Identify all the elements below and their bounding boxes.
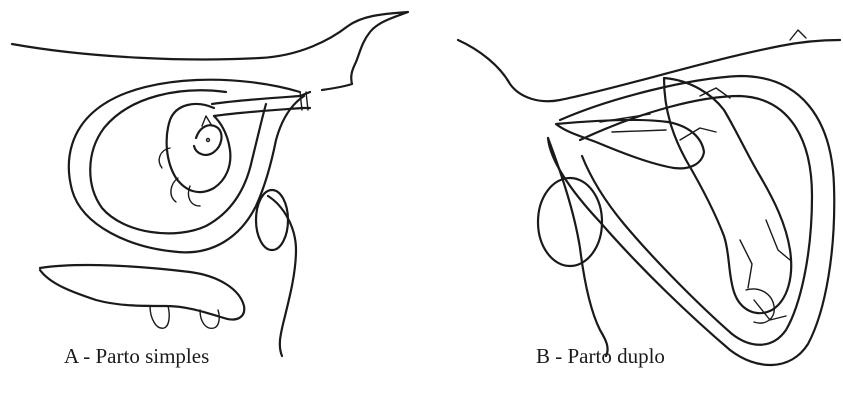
- panel-a-uterus-inner-wall: [90, 90, 266, 233]
- panel-b-fetus-back-legs: [700, 88, 790, 320]
- panel-b-illustration: [458, 30, 840, 365]
- panel-b-rump-contour: [548, 138, 608, 356]
- panel-a-belly-contour: [268, 196, 296, 356]
- panel-a-fetus-ear: [202, 116, 212, 126]
- panel-a-teats: [150, 306, 219, 328]
- panel-a-udder: [40, 265, 244, 319]
- panel-a-fetus-legs: [159, 148, 200, 206]
- panel-a-caption: A - Parto simples: [64, 344, 209, 368]
- panel-a-illustration: [12, 12, 408, 356]
- panel-b-fetus-front-legs: [600, 114, 716, 140]
- panel-b-fetus-front: [556, 120, 704, 169]
- panel-b-fetus-back: [664, 78, 791, 313]
- panel-b-fetus-back-head: [746, 289, 774, 323]
- panel-b-bulge: [538, 178, 602, 266]
- panel-b-caption: B - Parto duplo: [536, 344, 665, 368]
- panel-b-tail-mark: [790, 30, 806, 40]
- panel-a-fetus-head: [194, 125, 221, 155]
- panel-a-back-outline: [12, 12, 408, 90]
- panel-b-back-outline: [458, 40, 840, 101]
- panel-a-fetus-eye: [207, 139, 210, 142]
